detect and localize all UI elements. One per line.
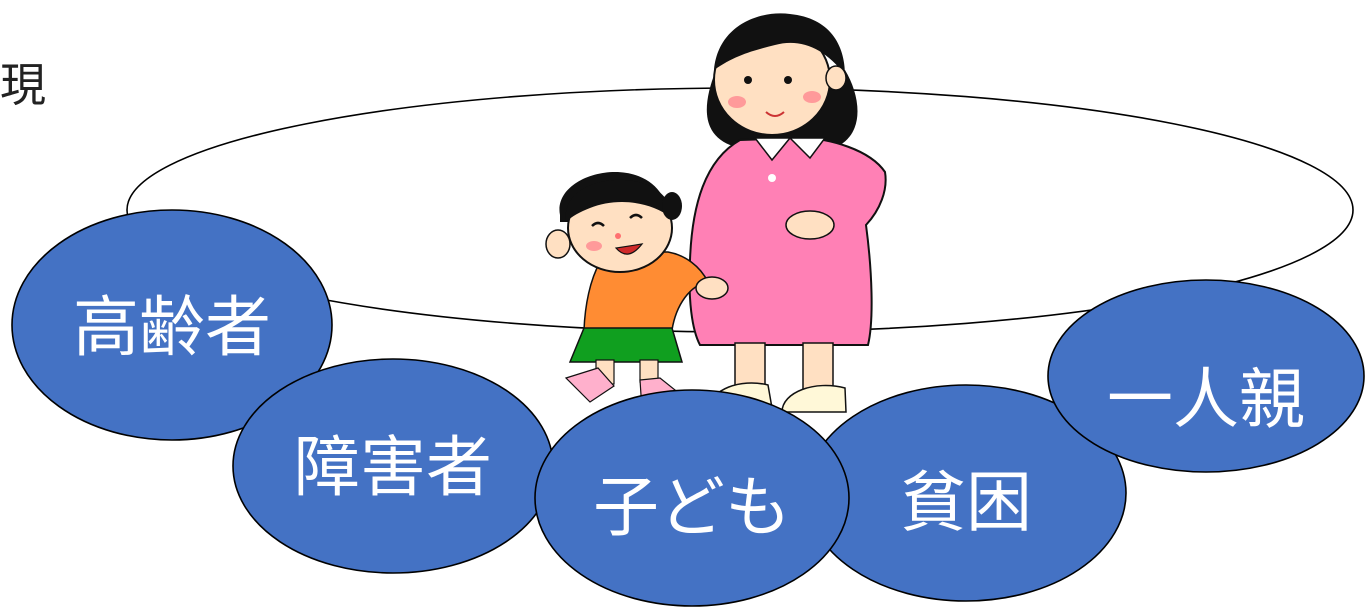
bubble-single-parent-label: 一人親 xyxy=(1107,361,1305,438)
bubble-single-parent-shape xyxy=(1047,279,1365,473)
bubble-disabled: 障害者 xyxy=(232,358,554,574)
dress-button xyxy=(768,174,776,182)
bubble-single-parent: 一人親 xyxy=(1047,279,1365,473)
mother-dress xyxy=(688,136,887,346)
child-hair-tail xyxy=(662,192,682,220)
bubble-children-shape xyxy=(534,389,850,607)
child-shoe-left xyxy=(564,367,615,403)
mother-hand xyxy=(785,210,835,240)
child-hand xyxy=(695,276,729,300)
mother-mouth xyxy=(765,111,785,117)
bubble-poverty: 貧困 xyxy=(805,384,1127,602)
child-nose xyxy=(615,233,621,239)
mother-leg-right xyxy=(802,342,834,392)
bubble-disabled-label: 障害者 xyxy=(294,429,492,506)
slide-heading: 現 xyxy=(0,58,46,112)
bubble-poverty-label: 貧困 xyxy=(900,464,1032,541)
bubble-elderly-label: 高齢者 xyxy=(73,289,271,366)
child-cheek xyxy=(586,241,602,251)
mother-cheek-right xyxy=(803,91,821,103)
mother-eye-left xyxy=(744,76,752,84)
child-eye-right xyxy=(629,213,643,219)
bubble-children-label: 子ども xyxy=(593,469,791,546)
child-hair-top xyxy=(565,179,672,222)
mother-cheek-left xyxy=(728,96,746,108)
bubble-elderly: 高齢者 xyxy=(11,209,333,441)
mother-hair-top xyxy=(714,13,845,75)
child-mouth xyxy=(614,243,644,255)
child-skirt xyxy=(568,327,684,363)
child-ear xyxy=(545,229,571,259)
child-eye-left xyxy=(591,221,605,227)
bubble-children: 子ども xyxy=(534,389,850,607)
mother-child-illustration xyxy=(545,13,887,413)
mother-eye-right xyxy=(784,76,792,84)
mother-ear xyxy=(825,65,847,91)
mother-shoe-right xyxy=(781,384,847,413)
mother-collar xyxy=(753,136,827,162)
bubble-elderly-shape xyxy=(11,209,333,441)
